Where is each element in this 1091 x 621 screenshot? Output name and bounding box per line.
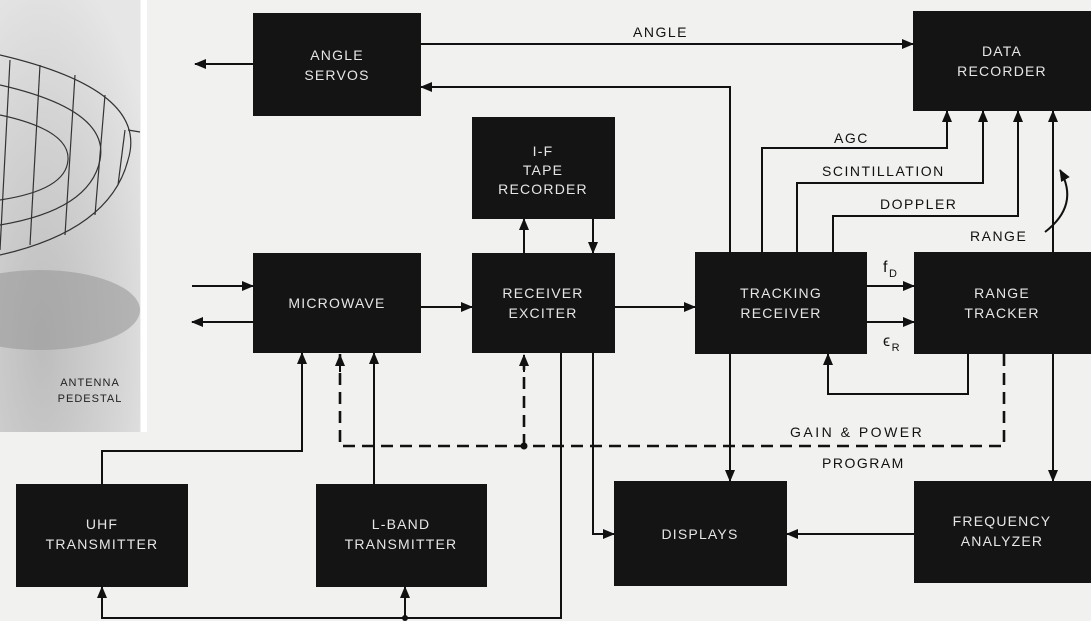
tracking-receiver-line1: TRACKING (740, 285, 822, 301)
agc-signal-label: AGC (834, 130, 869, 146)
angle-signal-label: ANGLE (633, 24, 688, 40)
antenna-photo: ANTENNA PEDESTAL (0, 0, 144, 432)
angle-servos-line1: ANGLE (310, 47, 363, 63)
doppler-signal-label: DOPPLER (880, 196, 957, 212)
data-recorder-line1: DATA (982, 43, 1022, 59)
tracking-receiver-block: TRACKING RECEIVER (695, 252, 867, 354)
receiver-exciter-line2: EXCITER (508, 305, 577, 321)
angle-servos-line2: SERVOS (304, 67, 369, 83)
antenna-caption-line2: PEDESTAL (58, 393, 123, 405)
frequency-analyzer-line2: ANALYZER (961, 533, 1043, 549)
uhf-transmitter-line1: UHF (86, 516, 118, 532)
frequency-analyzer-block: FREQUENCY ANALYZER (914, 481, 1091, 583)
range-tracker-line2: TRACKER (964, 305, 1039, 321)
fd-signal-label: fD (883, 259, 898, 280)
angle-servos-block: ANGLE SERVOS (253, 13, 421, 116)
displays-block: DISPLAYS (614, 481, 787, 586)
range-tracker-block: RANGE TRACKER (914, 252, 1091, 354)
range-tracker-line1: RANGE (974, 285, 1030, 301)
if-tape-recorder-line2: TAPE (523, 162, 563, 178)
receiver-exciter-block: RECEIVER EXCITER (472, 253, 615, 353)
data-recorder-block: DATA RECORDER (913, 11, 1091, 111)
gain-power-label: GAIN & POWER (790, 424, 924, 440)
receiver-exciter-line1: RECEIVER (502, 285, 583, 301)
displays-label: DISPLAYS (661, 526, 738, 542)
antenna-caption-line1: ANTENNA (60, 377, 120, 389)
range-signal-label: RANGE (970, 228, 1027, 244)
if-tape-recorder-line3: RECORDER (498, 181, 588, 197)
microwave-block: MICROWAVE (253, 253, 421, 353)
data-recorder-line2: RECORDER (957, 63, 1047, 79)
if-tape-recorder-block: I-F TAPE RECORDER (472, 117, 615, 219)
scintillation-signal-label: SCINTILLATION (822, 163, 945, 179)
uhf-transmitter-line2: TRANSMITTER (46, 536, 159, 552)
l-band-transmitter-block: L-BAND TRANSMITTER (316, 484, 487, 587)
tracking-receiver-line2: RECEIVER (740, 305, 821, 321)
er-signal-label: ϵR (883, 333, 901, 354)
frequency-analyzer-line1: FREQUENCY (953, 513, 1052, 529)
l-band-transmitter-line2: TRANSMITTER (345, 536, 458, 552)
l-band-transmitter-line1: L-BAND (372, 516, 431, 532)
uhf-transmitter-block: UHF TRANSMITTER (16, 484, 188, 587)
microwave-label: MICROWAVE (288, 295, 385, 311)
if-tape-recorder-line1: I-F (533, 143, 554, 159)
program-label: PROGRAM (822, 455, 905, 471)
